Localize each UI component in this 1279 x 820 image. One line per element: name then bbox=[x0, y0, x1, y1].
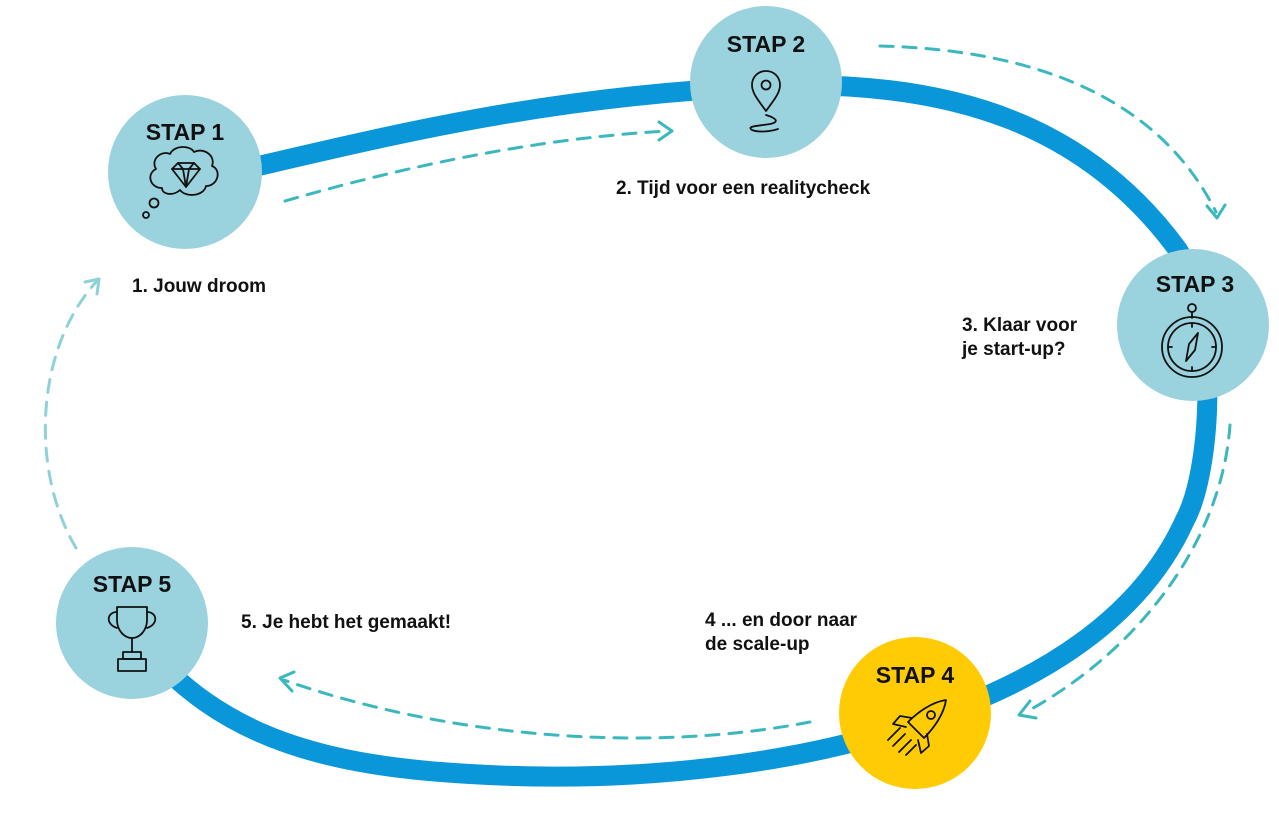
dashed-arrow-1-to-2 bbox=[283, 129, 670, 203]
dashed-arrow-4-to-5 bbox=[282, 678, 812, 740]
step-2: STAP 2 2. Tijd voor een realitycheck bbox=[616, 6, 871, 199]
step-4-title: STAP 4 bbox=[876, 662, 955, 688]
dashed-arrow-2-to-3 bbox=[878, 44, 1218, 214]
arrowhead-4-to-5 bbox=[278, 670, 296, 693]
rocket-icon bbox=[887, 699, 947, 756]
thought-cloud-diamond-icon bbox=[142, 146, 219, 219]
step-3: STAP 3 3. Klaar voor je start-up? bbox=[961, 249, 1269, 401]
step-4-caption-line-2: de scale-up bbox=[705, 634, 810, 655]
step-4-caption-line-1: 4 ... en door naar bbox=[705, 610, 858, 631]
arrowhead-2-to-3 bbox=[1205, 203, 1227, 220]
dashed-arrow-5-to-1 bbox=[43, 280, 98, 550]
step-1: STAP 1 1. Jouw droom bbox=[108, 95, 266, 297]
step-1-circle bbox=[108, 95, 262, 249]
step-2-circle bbox=[690, 6, 842, 158]
step-3-caption-line-1: 3. Klaar voor bbox=[962, 315, 1078, 336]
step-2-caption: 2. Tijd voor een realitycheck bbox=[616, 178, 871, 199]
step-2-title: STAP 2 bbox=[727, 31, 805, 57]
trophy-icon bbox=[107, 606, 157, 672]
step-3-caption-line-2: je start-up? bbox=[961, 339, 1065, 360]
step-3-circle bbox=[1117, 249, 1269, 401]
step-4-circle bbox=[839, 637, 991, 789]
step-1-caption: 1. Jouw droom bbox=[132, 276, 266, 297]
step-5-circle bbox=[56, 547, 208, 699]
step-4: STAP 4 4 ... en door naar de scale-up bbox=[705, 610, 991, 789]
arrowhead-1-to-2 bbox=[657, 120, 674, 142]
step-5-title: STAP 5 bbox=[93, 571, 172, 597]
arrowhead-3-to-4 bbox=[1017, 699, 1038, 720]
step-5-caption: 5. Je hebt het gemaakt! bbox=[241, 612, 451, 633]
step-5: STAP 5 5. Je hebt het gemaakt! bbox=[56, 547, 451, 699]
step-1-title: STAP 1 bbox=[146, 119, 225, 145]
dashed-arrow-3-to-4 bbox=[1024, 423, 1232, 714]
arrowhead-5-to-1 bbox=[83, 277, 101, 296]
compass-icon bbox=[1161, 303, 1223, 378]
map-pin-icon bbox=[749, 70, 781, 133]
step-3-title: STAP 3 bbox=[1156, 271, 1234, 297]
